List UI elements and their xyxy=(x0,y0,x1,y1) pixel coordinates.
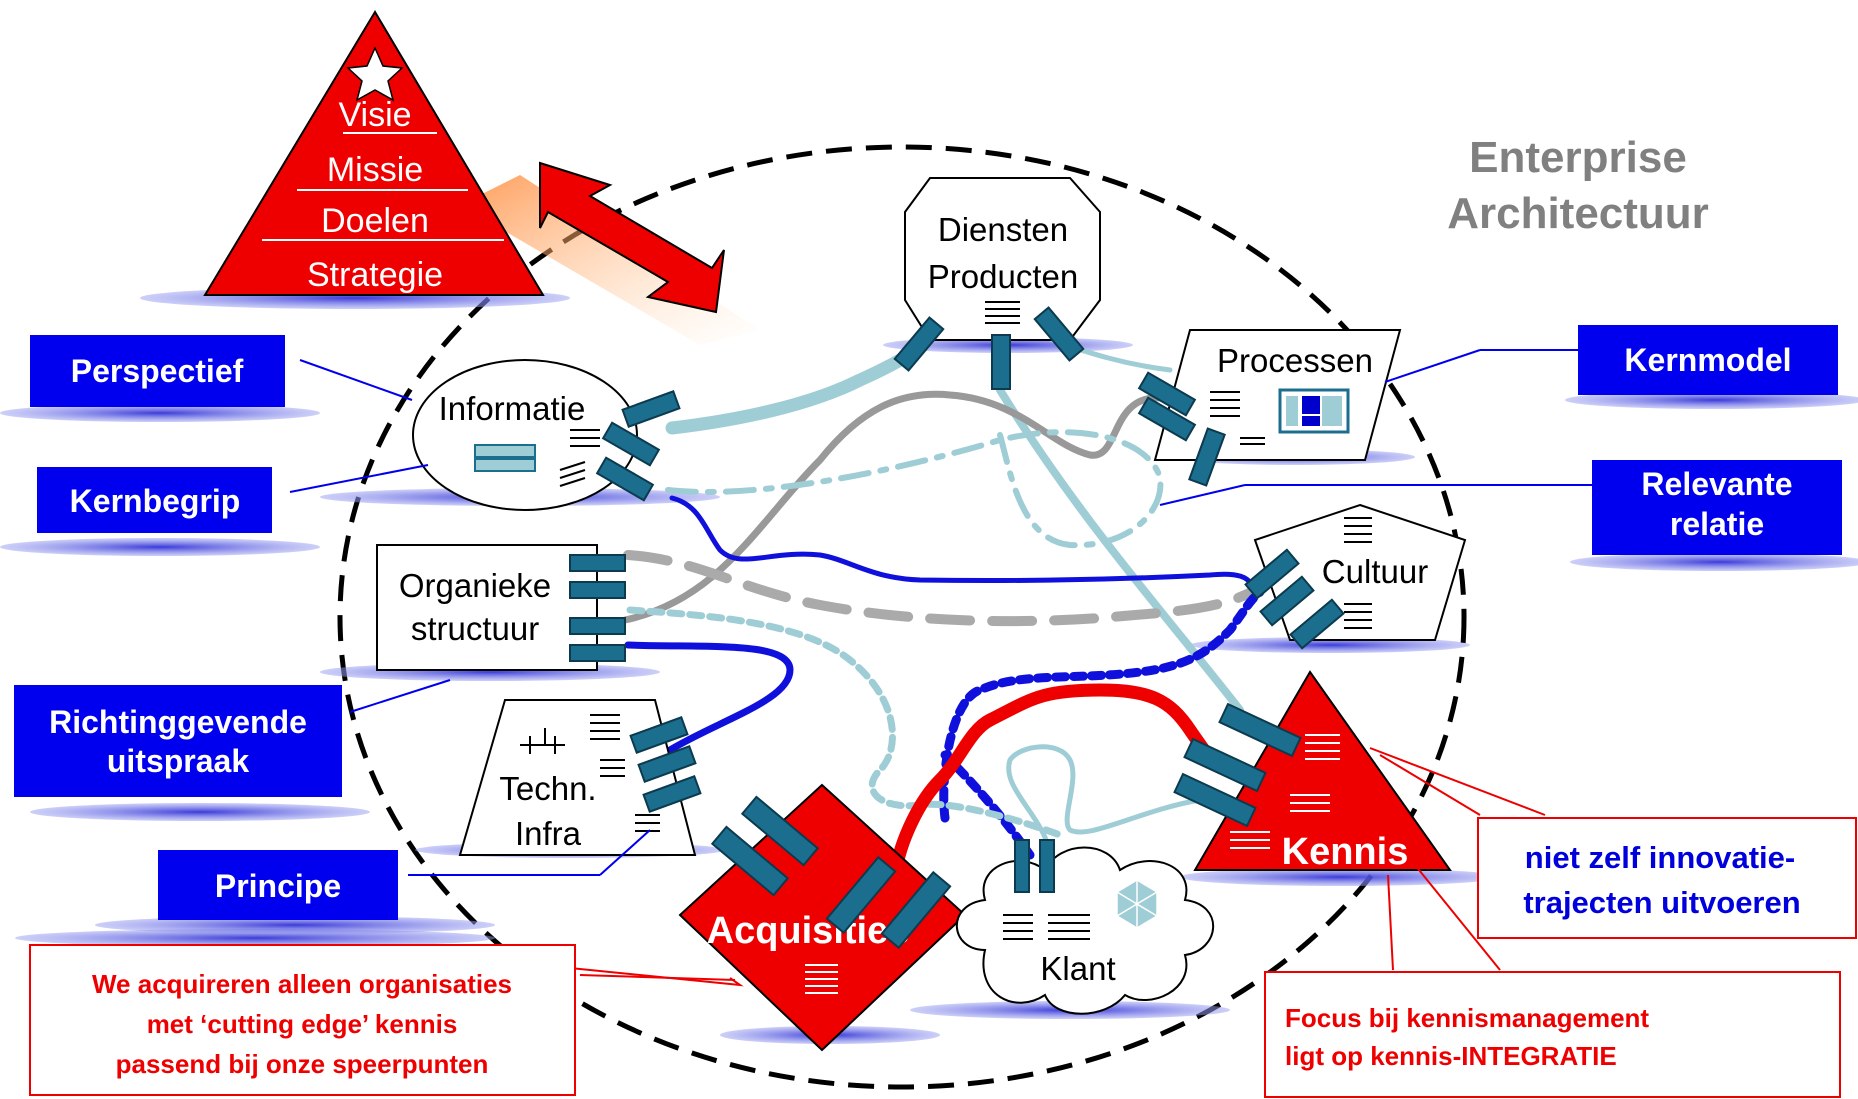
svg-text:We acquireren alleen organisa: We acquireren alleen organisaties xyxy=(92,969,512,999)
svg-text:Cultuur: Cultuur xyxy=(1322,553,1428,590)
svg-text:trajecten uitvoeren: trajecten uitvoeren xyxy=(1523,885,1800,920)
pyramid-level-visie: Visie xyxy=(338,96,411,134)
svg-text:relatie: relatie xyxy=(1670,506,1764,542)
svg-text:structuur: structuur xyxy=(411,610,539,647)
svg-text:Klant: Klant xyxy=(1040,950,1115,987)
process-model-icon xyxy=(1278,388,1350,434)
legend-label-principe: Principe xyxy=(158,850,398,920)
callout-innovatie: niet zelf innovatie- trajecten uitvoeren xyxy=(1477,817,1857,939)
svg-text:Techn.: Techn. xyxy=(499,770,596,807)
svg-text:ligt op kennis-INTEGRATIE: ligt op kennis-INTEGRATIE xyxy=(1285,1041,1617,1071)
hexagon-icon xyxy=(1116,879,1158,929)
node-techn-infra: Techn. Infra xyxy=(458,699,702,856)
node-acquisities: Acquisities xyxy=(678,783,967,1052)
svg-text:Producten: Producten xyxy=(928,258,1078,295)
svg-text:Acquisities: Acquisities xyxy=(707,910,910,952)
node-processen: Processen xyxy=(1137,329,1402,487)
svg-text:Processen: Processen xyxy=(1217,342,1373,379)
node-informatie: Informatie xyxy=(412,359,681,511)
diagram-title-line1: Enterprise xyxy=(1469,133,1687,182)
callout-acquisities: We acquireren alleen organisaties met ‘c… xyxy=(29,944,576,1096)
node-diensten-producten: Diensten Producten xyxy=(893,177,1101,390)
legend-label-perspectief: Perspectief xyxy=(30,335,285,407)
svg-text:Richtinggevende: Richtinggevende xyxy=(49,704,307,740)
legend-label-richtinggevende-uitspraak: Richtinggevende uitspraak xyxy=(14,685,342,797)
pyramid-level-missie: Missie xyxy=(327,151,423,189)
node-organieke-structuur: Organieke structuur xyxy=(376,544,626,671)
relation-lines xyxy=(621,323,1265,882)
svg-text:Kernbegrip: Kernbegrip xyxy=(70,483,241,519)
legend-label-kernbegrip: Kernbegrip xyxy=(37,467,272,533)
svg-text:Informatie: Informatie xyxy=(439,390,586,427)
svg-text:Diensten: Diensten xyxy=(938,211,1068,248)
svg-text:Focus bij kennismanagement: Focus bij kennismanagement xyxy=(1285,1003,1649,1033)
svg-text:Kernmodel: Kernmodel xyxy=(1624,342,1791,378)
svg-text:Kennis: Kennis xyxy=(1282,831,1409,873)
node-kennis: Kennis xyxy=(1173,670,1452,873)
legend-label-relevante-relatie: Relevante relatie xyxy=(1592,460,1842,555)
svg-text:niet zelf innovatie-: niet zelf innovatie- xyxy=(1525,840,1795,875)
svg-text:Relevante: Relevante xyxy=(1641,466,1792,502)
legend-label-kernmodel: Kernmodel xyxy=(1578,325,1838,395)
node-klant: Klant xyxy=(955,839,1215,1015)
svg-text:uitspraak: uitspraak xyxy=(107,743,249,779)
callout-kennismanagement: Focus bij kennismanagement ligt op kenni… xyxy=(1264,971,1841,1098)
svg-text:met ‘cutting edge’ kennis: met ‘cutting edge’ kennis xyxy=(147,1009,458,1039)
svg-text:Infra: Infra xyxy=(515,815,582,852)
label-pointer-lines xyxy=(289,349,1592,876)
strategy-pyramid: Visie Missie Doelen Strategie xyxy=(203,10,545,296)
pyramid-level-doelen: Doelen xyxy=(321,202,429,240)
callout-pointer-lines xyxy=(569,747,1546,987)
svg-text:Perspectief: Perspectief xyxy=(71,353,244,389)
node-cultuur: Cultuur xyxy=(1244,503,1467,650)
svg-text:Principe: Principe xyxy=(215,868,341,904)
svg-text:passend bij onze speerpunten: passend bij onze speerpunten xyxy=(116,1049,489,1079)
architecture-boundary xyxy=(337,144,1467,1090)
diagram-title-line2: Architectuur xyxy=(1447,189,1709,238)
double-arrow-icon xyxy=(539,161,725,314)
svg-text:Organieke: Organieke xyxy=(399,567,551,604)
pyramid-level-strategie: Strategie xyxy=(307,256,443,294)
star-icon xyxy=(346,46,404,102)
